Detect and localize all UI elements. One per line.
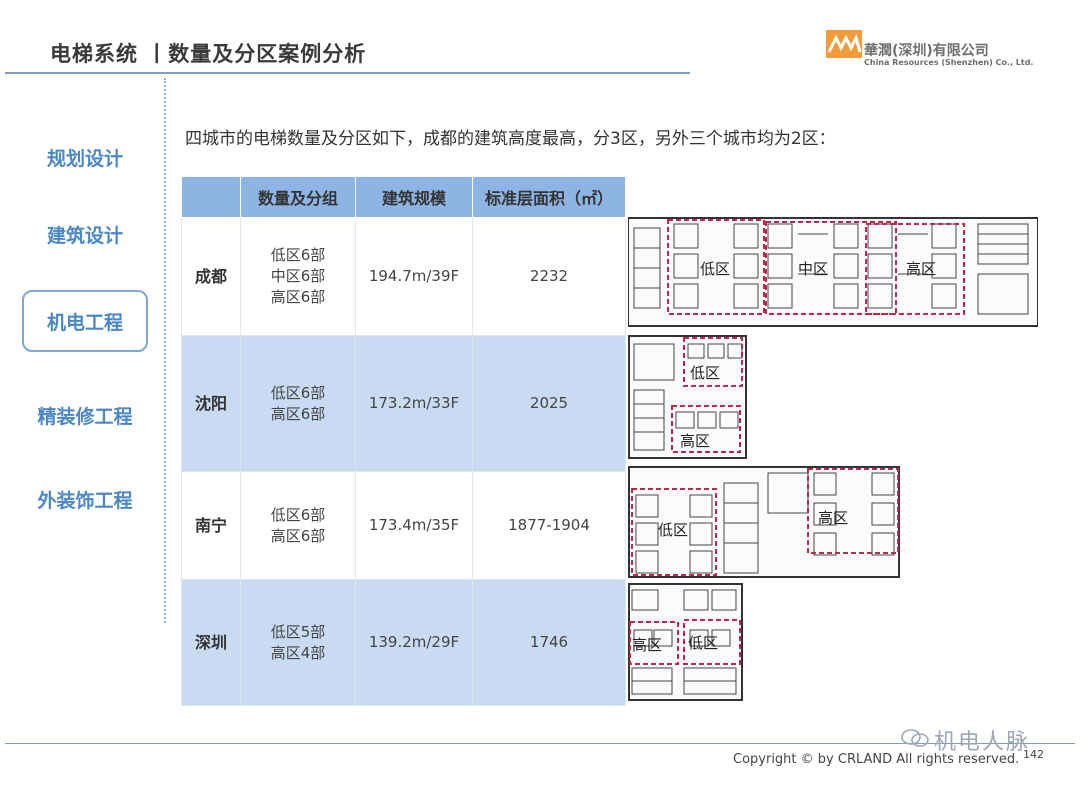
groups-cell: 低区6部 中区6部 高区6部	[240, 217, 356, 336]
column-header: 数量及分组	[240, 176, 356, 218]
sidebar-item-planning[interactable]: 规划设计	[46, 148, 123, 170]
zone-label-mid: 中区	[798, 260, 828, 278]
table-header-row: 数量及分组 建筑规模 标准层面积（㎡）	[181, 176, 626, 218]
area-cell: 1877-1904	[472, 471, 626, 580]
scale-cell: 173.2m/33F	[355, 335, 473, 472]
groups-cell: 低区6部 高区6部	[240, 471, 356, 580]
area-cell: 2025	[472, 335, 626, 472]
company-logo-icon	[826, 30, 862, 58]
group-line: 低区6部	[270, 383, 326, 402]
group-line: 高区4部	[270, 643, 326, 662]
sidebar-item-facade[interactable]: 外装饰工程	[37, 490, 133, 512]
column-header	[181, 176, 241, 218]
title-underline	[5, 72, 690, 74]
zone-label-low: 低区	[700, 260, 730, 278]
group-line: 低区6部	[270, 246, 326, 264]
zone-label-high: 高区	[632, 636, 662, 654]
scale-cell: 139.2m/29F	[355, 579, 473, 706]
footer-rule	[5, 743, 1075, 744]
group-line: 中区6部	[270, 267, 326, 285]
column-header: 建筑规模	[355, 176, 473, 218]
wechat-icon	[901, 729, 929, 747]
zone-label-low: 低区	[658, 521, 688, 539]
sidebar-item-interior[interactable]: 精装修工程	[37, 406, 133, 428]
sidebar-item-mep[interactable]: 机电工程	[22, 290, 148, 352]
copyright-text: Copyright © by CRLAND All rights reserve…	[733, 752, 1020, 767]
elevator-table: 数量及分组 建筑规模 标准层面积（㎡） 成都 低区6部 中区6部 高区6部 19…	[181, 176, 626, 706]
page-title: 电梯系统 丨数量及分区案例分析	[50, 42, 367, 66]
floor-plan-shenzhen: 高区 低区	[628, 583, 743, 701]
zone-label-high: 高区	[818, 509, 848, 527]
floor-plan-shenyang: 低区 高区	[628, 335, 747, 459]
zone-label-low: 低区	[690, 364, 720, 382]
table-row: 南宁 低区6部 高区6部 173.4m/35F 1877-1904	[181, 471, 626, 580]
zone-label-high: 高区	[906, 260, 936, 278]
table-row: 沈阳 低区6部 高区6部 173.2m/33F 2025	[181, 335, 626, 472]
table-row: 成都 低区6部 中区6部 高区6部 194.7m/39F 2232	[181, 217, 626, 336]
watermark-text: 机电人脉	[934, 730, 1031, 755]
group-line: 低区5部	[270, 622, 326, 641]
company-name-en: China Resources (Shenzhen) Co., Ltd.	[864, 58, 1034, 67]
intro-text: 四城市的电梯数量及分区如下，成都的建筑高度最高，分3区，另外三个城市均为2区：	[185, 129, 836, 149]
group-line: 高区6部	[270, 404, 326, 423]
city-cell: 南宁	[181, 471, 241, 580]
group-line: 高区6部	[270, 526, 326, 545]
groups-cell: 低区5部 高区4部	[240, 579, 356, 706]
page-number: 142	[1023, 748, 1044, 761]
scale-cell: 194.7m/39F	[355, 217, 473, 336]
city-cell: 成都	[181, 217, 241, 336]
zone-label-low: 低区	[688, 634, 718, 652]
column-header: 标准层面积（㎡）	[472, 176, 626, 218]
city-cell: 沈阳	[181, 335, 241, 472]
floor-plan-nanning: 低区 高区	[628, 466, 900, 578]
scale-cell: 173.4m/35F	[355, 471, 473, 580]
group-line: 低区6部	[270, 505, 326, 524]
table-row: 深圳 低区5部 高区4部 139.2m/29F 1746	[181, 579, 626, 706]
groups-cell: 低区6部 高区6部	[240, 335, 356, 472]
floor-plan-chengdu: 低区 中区 高区	[628, 217, 1038, 327]
area-cell: 2232	[472, 217, 626, 336]
company-name-cn: 華潤(深圳)有限公司	[864, 43, 989, 59]
city-cell: 深圳	[181, 579, 241, 706]
sidebar-item-architecture[interactable]: 建筑设计	[46, 225, 123, 247]
area-cell: 1746	[472, 579, 626, 706]
group-line: 高区6部	[270, 288, 326, 306]
zone-label-high: 高区	[680, 432, 710, 450]
sidebar-divider	[164, 78, 166, 623]
